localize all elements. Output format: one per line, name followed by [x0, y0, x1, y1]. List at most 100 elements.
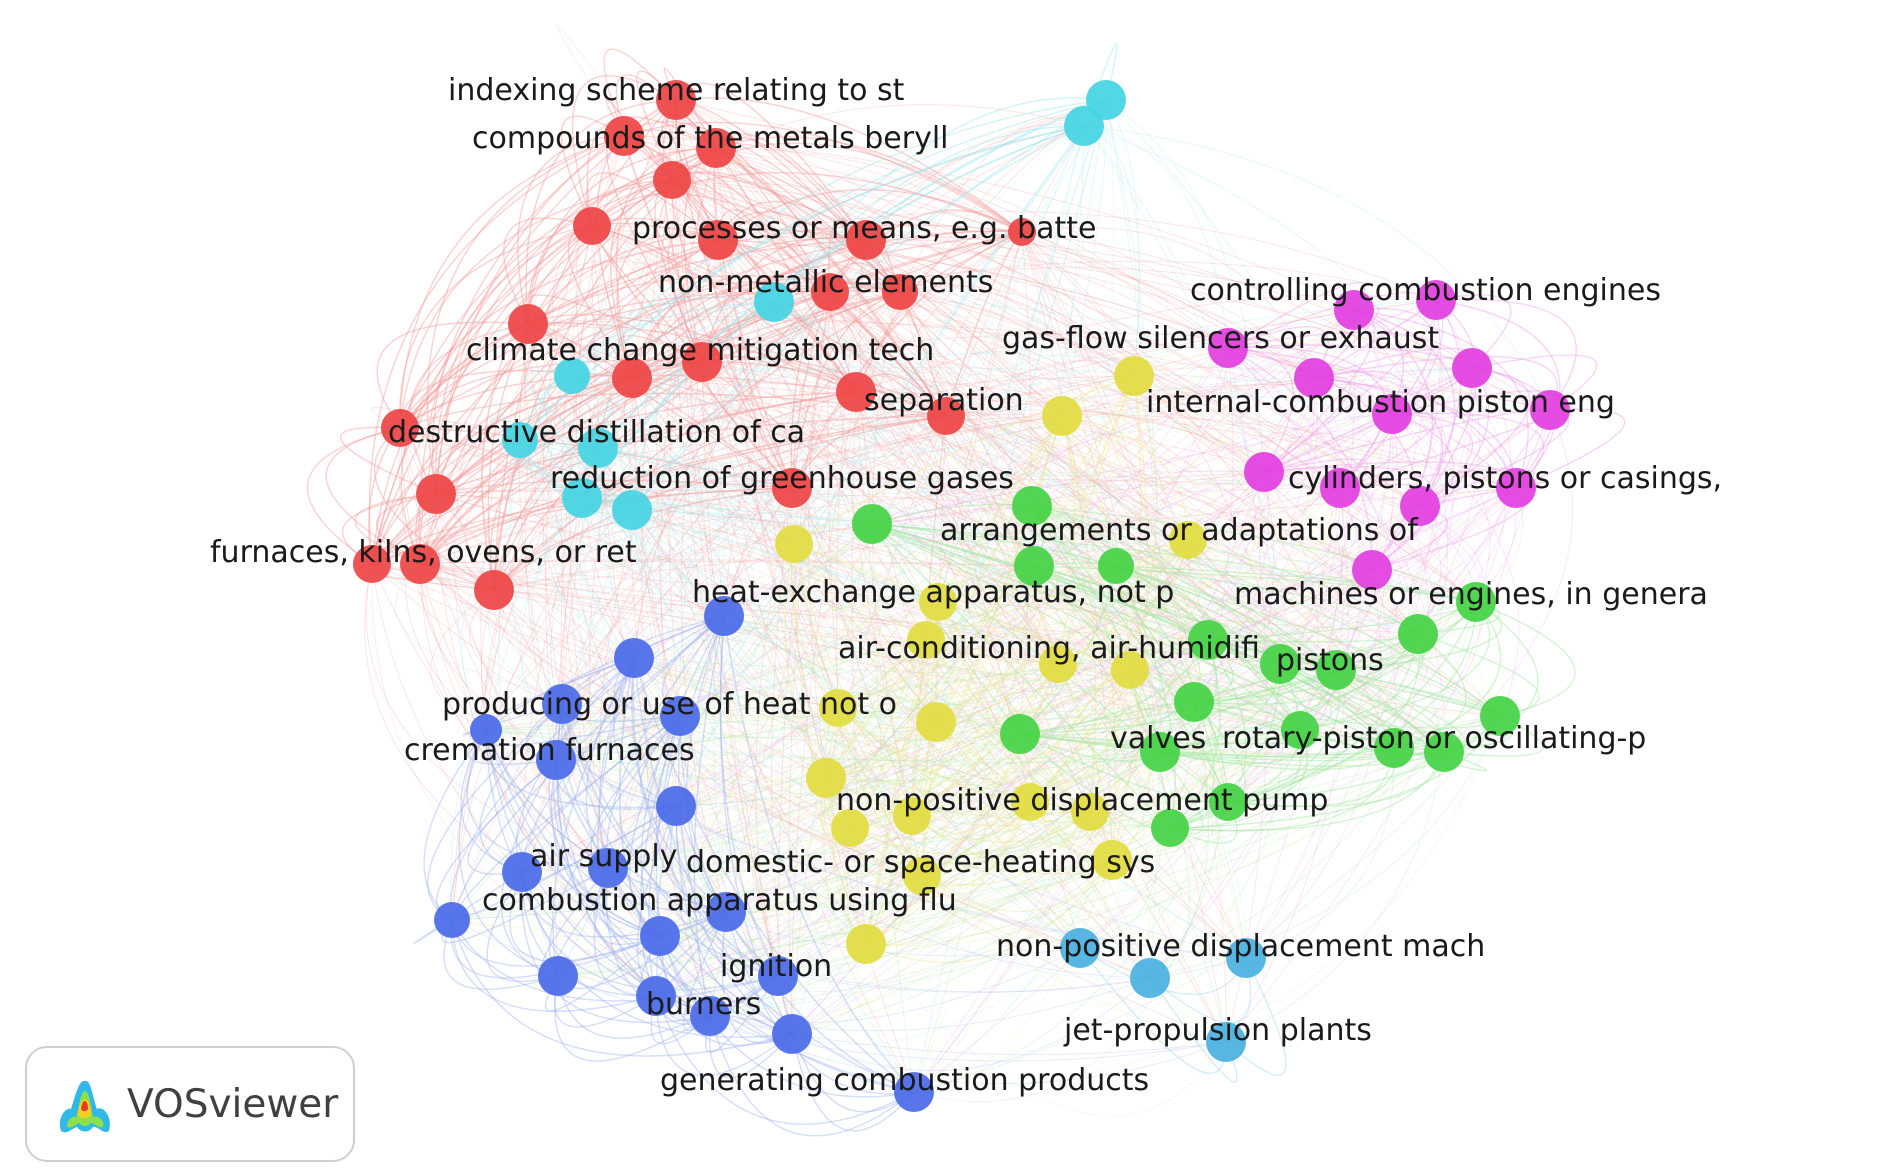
network-node-red[interactable] [612, 358, 652, 398]
network-node-red[interactable] [811, 273, 849, 311]
network-node-lightblue[interactable] [1130, 958, 1170, 998]
vosviewer-logo-box[interactable]: VOSviewer [25, 1046, 355, 1162]
network-node-magenta[interactable] [1244, 452, 1284, 492]
network-node-red[interactable] [772, 468, 812, 508]
network-node-green[interactable] [852, 504, 892, 544]
node-label[interactable]: gas-flow silencers or exhaust [1002, 321, 1439, 356]
network-node-blue[interactable] [660, 696, 700, 736]
network-node-red[interactable] [508, 304, 548, 344]
network-node-red[interactable] [682, 342, 722, 382]
network-node-blue[interactable] [656, 786, 696, 826]
network-node-green[interactable] [1151, 809, 1189, 847]
network-node-red[interactable] [474, 570, 514, 610]
network-node-green[interactable] [1398, 614, 1438, 654]
network-node-magenta[interactable] [1334, 290, 1374, 330]
node-label[interactable]: air supply [530, 839, 677, 874]
node-label[interactable]: pistons [1276, 643, 1384, 678]
node-label[interactable]: compounds of the metals beryll [472, 121, 949, 156]
network-node-red[interactable] [604, 116, 644, 156]
network-node-red[interactable] [653, 161, 691, 199]
network-node-yellow[interactable] [893, 797, 931, 835]
network-node-magenta[interactable] [1208, 328, 1248, 368]
node-label[interactable]: heat-exchange apparatus, not p [692, 575, 1174, 610]
network-node-green[interactable] [1316, 650, 1356, 690]
network-node-blue[interactable] [434, 902, 470, 938]
network-node-green[interactable] [1014, 546, 1054, 586]
network-node-lightblue[interactable] [1060, 928, 1100, 968]
network-node-yellow[interactable] [916, 702, 956, 742]
network-node-blue[interactable] [470, 714, 502, 746]
node-label[interactable]: reduction of greenhouse gases [550, 461, 1014, 496]
network-node-blue[interactable] [772, 1014, 812, 1054]
node-label[interactable]: non-positive displacement pump [836, 783, 1328, 818]
network-node-red[interactable] [573, 207, 611, 245]
network-node-blue[interactable] [502, 852, 542, 892]
node-label[interactable]: non-metallic elements [658, 265, 993, 300]
network-node-blue[interactable] [690, 996, 730, 1036]
node-label[interactable]: internal-combustion piston eng [1146, 385, 1615, 420]
network-node-lightblue[interactable] [1226, 938, 1266, 978]
network-node-magenta[interactable] [1452, 348, 1492, 388]
network-node-blue[interactable] [614, 638, 654, 678]
network-node-magenta[interactable] [1496, 468, 1536, 508]
network-node-green[interactable] [1188, 620, 1228, 660]
network-node-cyan[interactable] [554, 358, 590, 394]
node-label[interactable]: air-conditioning, air-humidifi [838, 631, 1260, 666]
node-label[interactable]: non-positive displacement mach [996, 929, 1485, 964]
network-node-green[interactable] [1374, 728, 1414, 768]
network-node-lightblue[interactable] [1206, 1022, 1246, 1062]
network-node-green[interactable] [1209, 783, 1247, 821]
network-node-blue[interactable] [758, 956, 798, 996]
node-label[interactable]: cremation furnaces [404, 733, 695, 768]
network-node-blue[interactable] [640, 916, 680, 956]
network-node-yellow[interactable] [1042, 396, 1082, 436]
node-label[interactable]: arrangements or adaptations of [940, 513, 1419, 548]
network-node-green[interactable] [1260, 644, 1300, 684]
network-node-red[interactable] [696, 128, 736, 168]
network-node-yellow[interactable] [1071, 793, 1109, 831]
network-node-blue[interactable] [636, 976, 676, 1016]
node-label[interactable]: jet-propulsion plants [1063, 1013, 1372, 1048]
network-node-yellow[interactable] [1169, 521, 1207, 559]
network-node-yellow[interactable] [1092, 840, 1132, 880]
node-label[interactable]: generating combustion products [660, 1063, 1149, 1098]
network-node-yellow[interactable] [775, 525, 813, 563]
network-node-blue[interactable] [588, 848, 628, 888]
network-node-red[interactable] [400, 544, 440, 584]
node-label[interactable]: furnaces, kilns, ovens, or ret [210, 535, 637, 570]
network-node-green[interactable] [1098, 548, 1134, 584]
node-label[interactable]: burners [646, 987, 761, 1022]
network-node-yellow[interactable] [831, 809, 869, 847]
node-label[interactable]: combustion apparatus using flu [482, 883, 957, 918]
network-node-magenta[interactable] [1400, 486, 1440, 526]
network-node-yellow[interactable] [1111, 651, 1149, 689]
network-node-green[interactable] [1140, 732, 1180, 772]
node-label[interactable]: producing or use of heat not o [442, 687, 897, 722]
network-node-red[interactable] [416, 474, 456, 514]
network-node-magenta[interactable] [1530, 390, 1570, 430]
network-node-red[interactable] [698, 220, 738, 260]
network-node-cyan[interactable] [754, 282, 794, 322]
network-node-yellow[interactable] [919, 583, 957, 621]
network-node-red[interactable] [1008, 218, 1036, 246]
network-node-blue[interactable] [538, 956, 578, 996]
network-node-red[interactable] [656, 80, 696, 120]
network-node-magenta[interactable] [1294, 358, 1334, 398]
network-node-cyan[interactable] [562, 478, 602, 518]
network-node-green[interactable] [1456, 582, 1496, 622]
network-node-cyan[interactable] [612, 490, 652, 530]
network-node-yellow[interactable] [1039, 645, 1077, 683]
network-node-red[interactable] [836, 372, 876, 412]
network-node-red[interactable] [381, 409, 419, 447]
network-node-red[interactable] [927, 397, 965, 435]
network-node-green[interactable] [1012, 486, 1052, 526]
node-label[interactable]: machines or engines, in genera [1234, 577, 1708, 612]
network-node-yellow[interactable] [1011, 783, 1049, 821]
network-node-red[interactable] [882, 274, 918, 310]
node-label[interactable]: valves [1110, 721, 1206, 756]
network-node-green[interactable] [1000, 714, 1040, 754]
node-label[interactable]: separation [864, 383, 1024, 418]
network-node-red[interactable] [353, 545, 391, 583]
network-node-blue[interactable] [894, 1072, 934, 1112]
